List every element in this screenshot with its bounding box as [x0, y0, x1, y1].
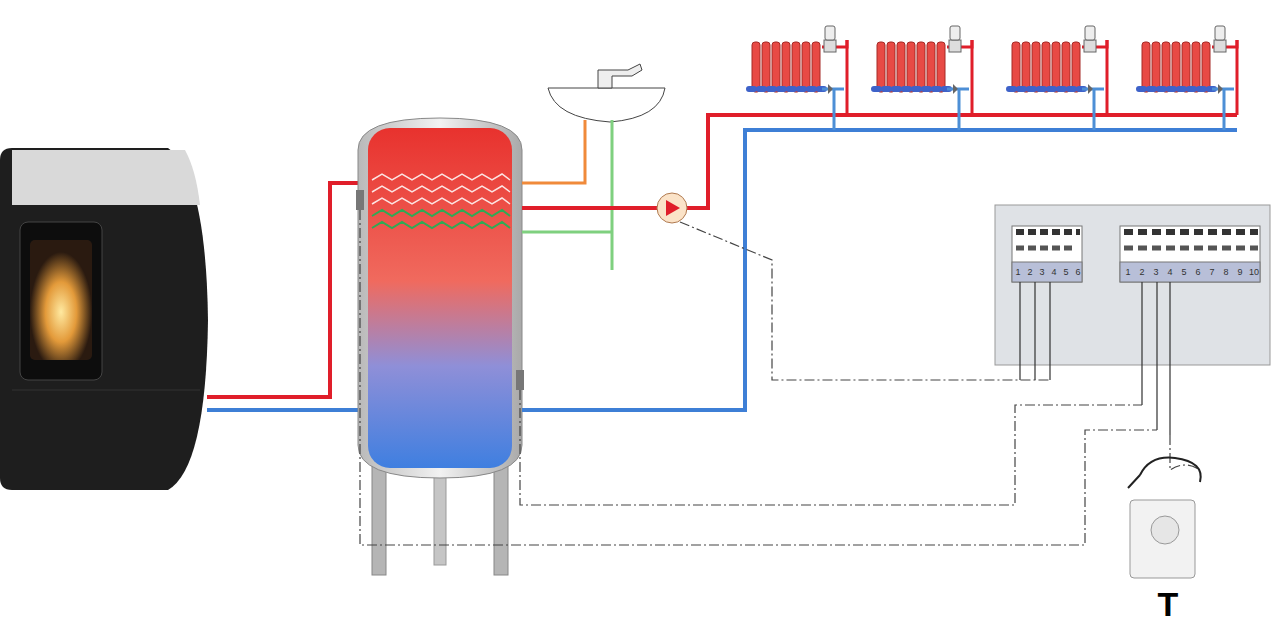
hot-water-pipe	[522, 120, 585, 183]
stove-fire	[30, 240, 92, 360]
tank-sensor	[356, 190, 364, 210]
terminal-number: 5	[1181, 268, 1186, 277]
terminal-number: 9	[1237, 268, 1242, 277]
terminal-number: 10	[1249, 268, 1259, 277]
circulator-pump	[657, 193, 687, 223]
dhw-coil	[372, 210, 510, 228]
thermostat-dial	[1151, 516, 1179, 544]
wash-basin	[548, 88, 665, 122]
probe-cable	[1128, 458, 1201, 488]
signal-wires	[360, 210, 1200, 545]
terminal-number: 3	[1039, 268, 1044, 277]
stove-panel-line	[12, 390, 200, 391]
terminal-number: 8	[1223, 268, 1228, 277]
tank-water	[368, 128, 512, 468]
pump-arrow	[666, 200, 680, 216]
terminal-screw	[1016, 229, 1258, 235]
terminal-number: 5	[1063, 268, 1068, 277]
terminal-number: 6	[1075, 268, 1080, 277]
terminal-number: 1	[1015, 268, 1020, 277]
terminal-number: 2	[1027, 268, 1032, 277]
tank-sensor	[516, 370, 524, 390]
terminal-number: 7	[1209, 268, 1214, 277]
stove-door	[20, 222, 102, 380]
heating-return-pipe	[522, 130, 1237, 410]
terminal-number: 4	[1167, 268, 1172, 277]
terminal-number: 2	[1139, 268, 1144, 277]
control-board	[995, 205, 1270, 365]
terminal-clamp	[1016, 246, 1258, 251]
terminal-number: 3	[1153, 268, 1158, 277]
cold-water-pipe	[522, 120, 612, 270]
terminal-strip-base	[1012, 262, 1082, 282]
terminal-number: 6	[1195, 268, 1200, 277]
pellet-stove	[0, 148, 208, 490]
radiator-return	[834, 89, 1224, 130]
room-thermostat	[1130, 500, 1195, 578]
return-pipe	[207, 408, 362, 412]
tap	[598, 64, 642, 88]
buffer-tank	[358, 118, 522, 478]
thermostat-label: T	[1158, 587, 1179, 621]
terminal-number: 4	[1051, 268, 1056, 277]
terminal-strip-base	[1120, 262, 1260, 282]
heating-coil	[372, 174, 510, 204]
stove-top-panel	[12, 150, 200, 205]
radiator-riser	[847, 40, 1237, 115]
terminal-number: 1	[1125, 268, 1130, 277]
flow-pipe	[207, 183, 362, 397]
